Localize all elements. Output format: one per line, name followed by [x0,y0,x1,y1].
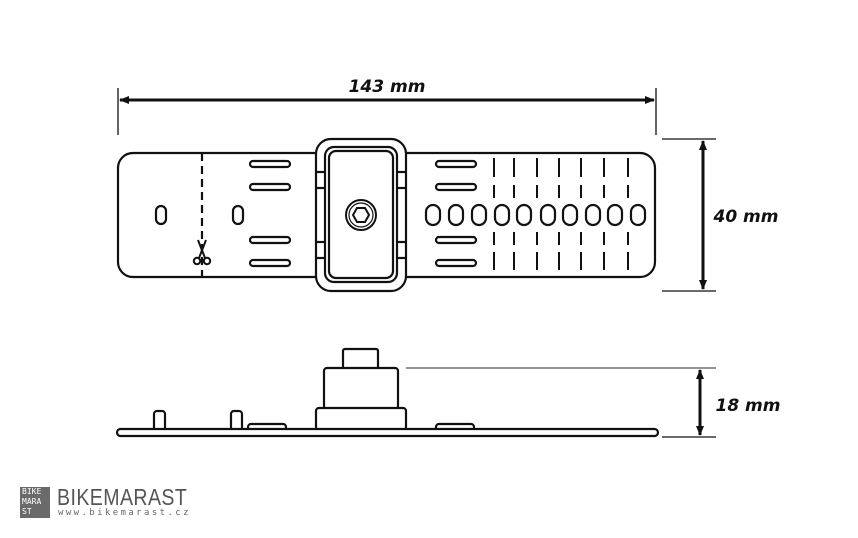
mount-top-view [314,137,408,293]
logo-mark-line: BIKE [22,487,42,496]
strap-side-view [115,347,716,438]
length-dimension [117,88,657,135]
adjustment-hole [493,203,511,227]
brand-url: www.bikemarast.cz [58,508,191,518]
brand-logo-mark: BIKE MARA ST [20,487,50,518]
adjustment-hole [447,203,465,227]
scissors-icon [192,239,212,266]
width-dimension [662,138,716,292]
adjustment-hole [629,203,647,227]
adjustment-hole [470,203,488,227]
adjustment-hole [606,203,624,227]
logo-mark-line: MARA [22,497,42,506]
adjustment-hole [424,203,442,227]
adjustment-hole [561,203,579,227]
length-label: 143 mm [349,77,426,97]
adjustment-hole [539,203,557,227]
strap-top-view [116,151,657,279]
width-label: 40 mm [712,207,778,227]
adjustment-hole [584,203,602,227]
brand-name: BIKEMARAST [57,484,188,510]
hex-bolt-icon [345,199,377,231]
height-label: 18 mm [715,396,780,416]
logo-mark-line: ST [22,507,32,516]
adjustment-hole [515,203,533,227]
